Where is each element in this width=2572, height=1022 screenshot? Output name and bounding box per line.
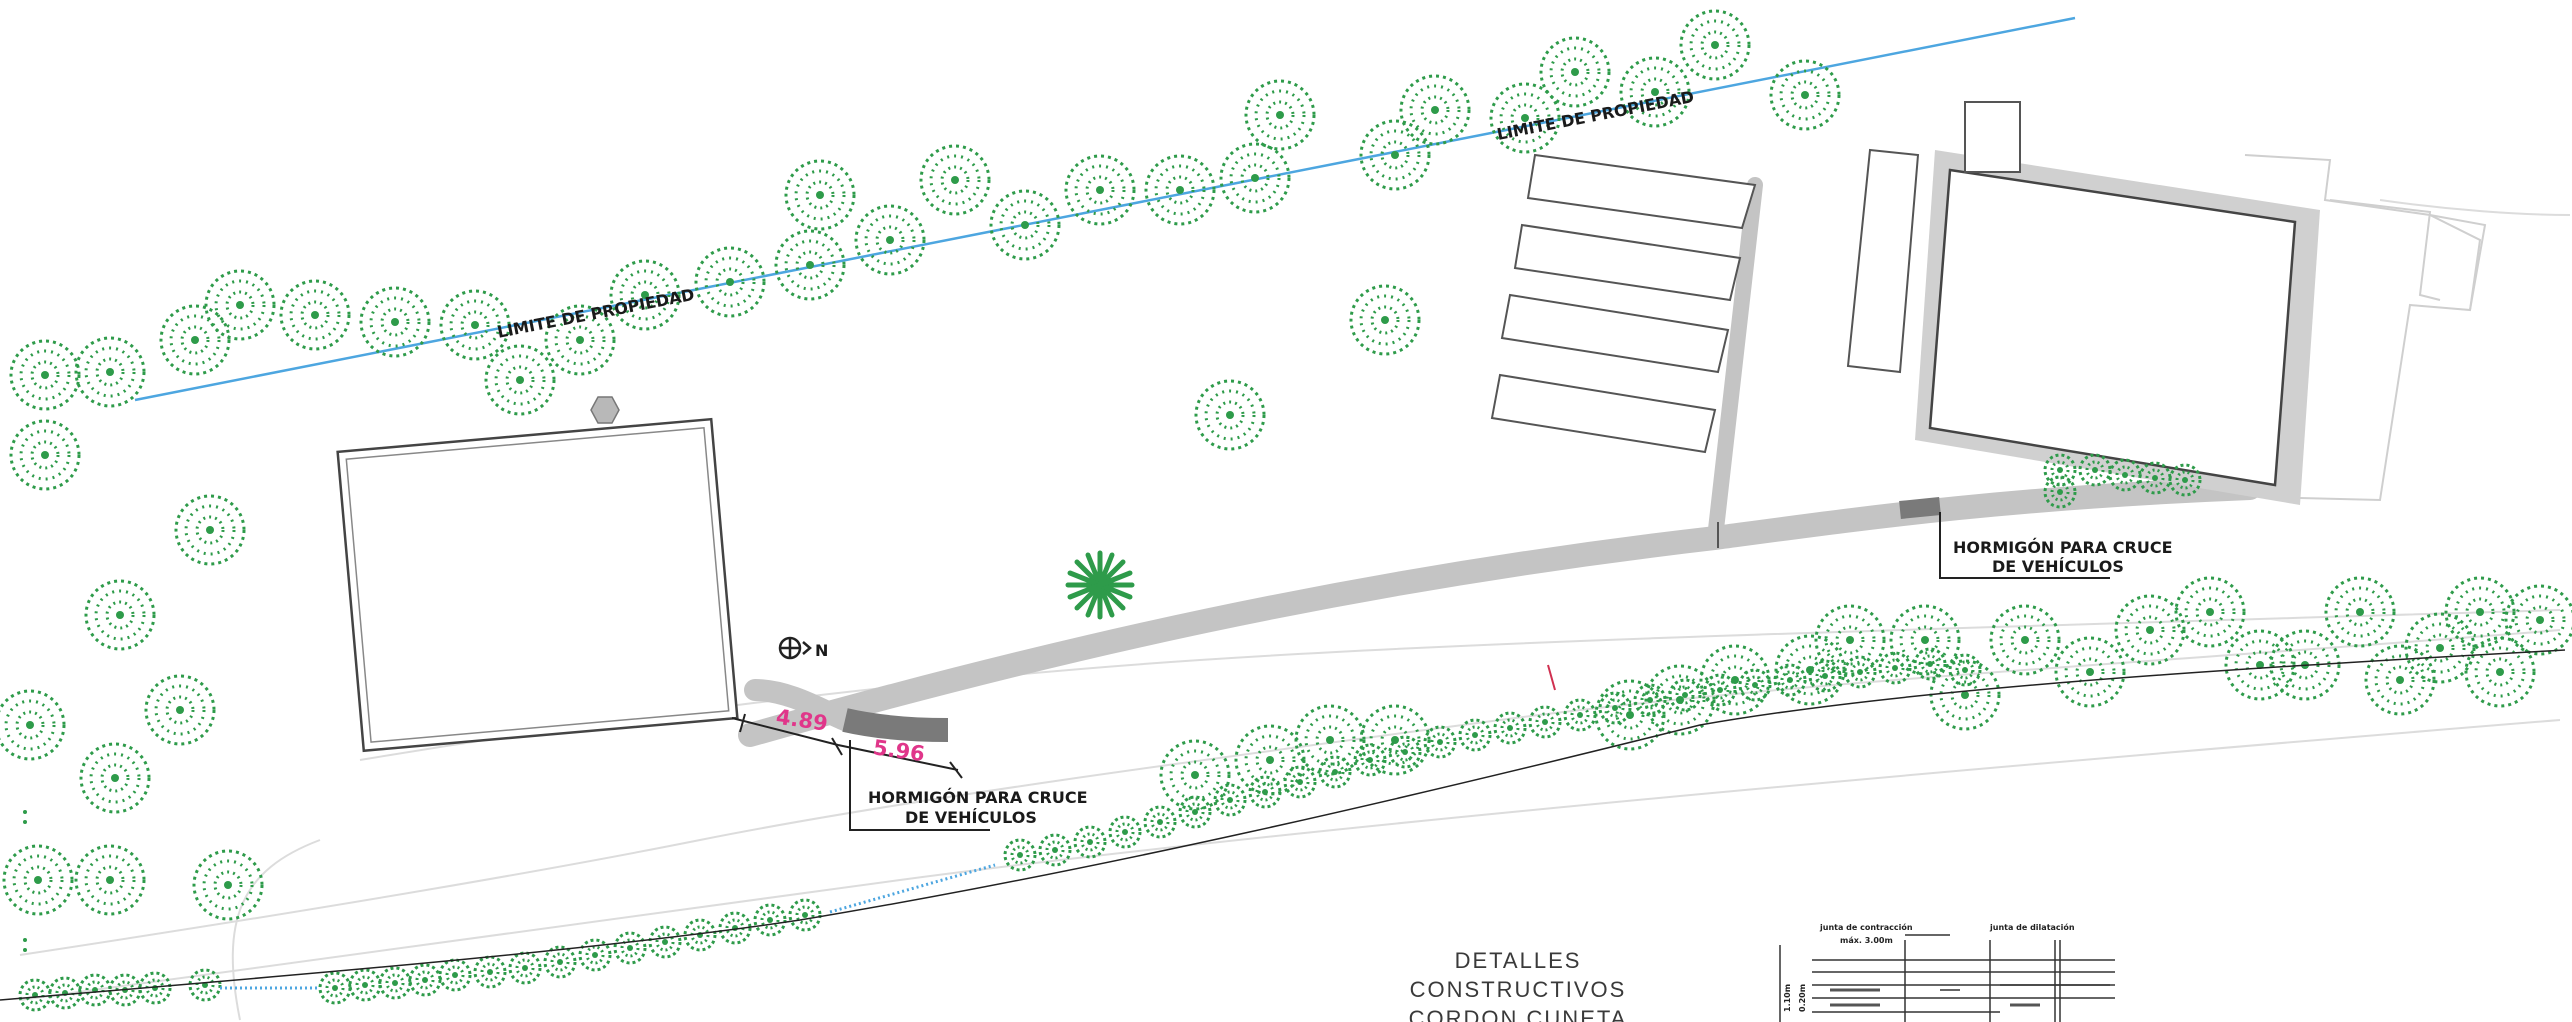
detail-note-height-2: 0.20m — [1798, 984, 1807, 1012]
crossing-right-leader — [1939, 512, 2110, 579]
crossing-right-label-2: DE VEHÍCULOS — [1992, 557, 2124, 576]
crossing-right-label-1: HORMIGÓN PARA CRUCE — [1953, 538, 2173, 557]
detail-note-contraction: junta de contracción — [1819, 922, 1913, 932]
concrete-crossing-left — [842, 708, 949, 742]
details-title-3: CORDON CUNETA — [1409, 1006, 1628, 1022]
palm-shrub — [1065, 550, 1135, 620]
building-annex — [2244, 154, 2487, 502]
survey-marker — [590, 396, 620, 424]
property-line — [134, 16, 2076, 402]
crossing-left-label-1: HORMIGÓN PARA CRUCE — [868, 788, 1088, 807]
building-east — [1846, 101, 2320, 505]
details-title-2: CONSTRUCTIVOS — [1410, 977, 1627, 1002]
building-west — [336, 417, 739, 753]
property-line-label-1: LIMITE DE PROPIEDAD — [496, 285, 696, 342]
detail-note-height-1: 1.10m — [1783, 984, 1792, 1012]
north-label: N — [815, 641, 828, 660]
dimension-lines — [731, 713, 963, 779]
parking-stalls — [1490, 153, 1757, 454]
road-marker — [1547, 664, 1556, 691]
north-arrow-icon: N — [778, 636, 828, 660]
details-title-1: DETALLES — [1455, 948, 1582, 973]
fence-segment-2 — [829, 863, 996, 914]
detail-note-dilation: junta de dilatación — [1989, 922, 2075, 932]
edge-dots — [23, 810, 27, 952]
access-road — [738, 177, 2262, 747]
crossing-left-label-2: DE VEHÍCULOS — [905, 808, 1037, 827]
concrete-crossing-right — [1899, 497, 1941, 519]
detail-note-spacing: máx. 3.00m — [1840, 936, 1893, 945]
curb-detail-drawing: junta de contracción máx. 3.00m junta de… — [1779, 922, 2115, 1022]
crossing-left-leader — [849, 740, 990, 831]
road-centerline — [0, 649, 2566, 1001]
